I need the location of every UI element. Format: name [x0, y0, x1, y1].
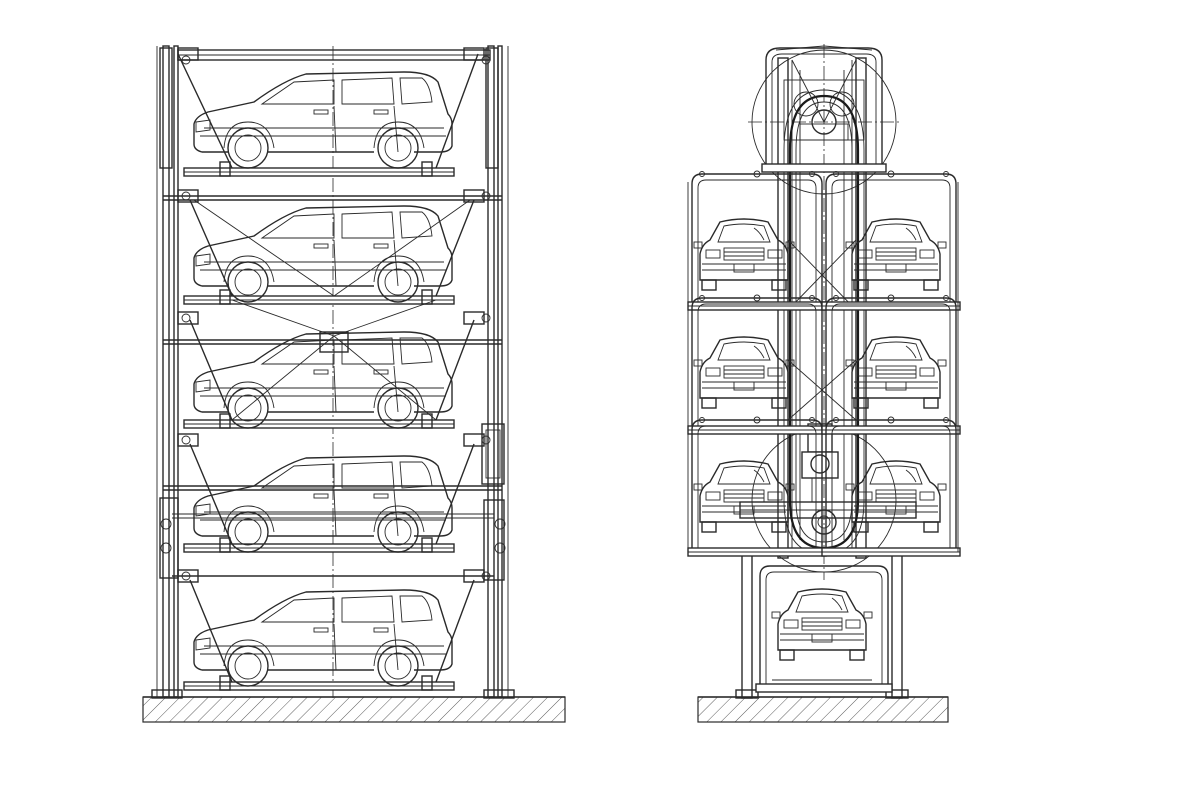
car-position-top	[761, 47, 887, 173]
parking-level-3	[177, 299, 485, 429]
drive-motor	[801, 423, 839, 503]
car-position-bottom	[755, 565, 893, 693]
parking-level-2	[177, 189, 485, 305]
parking-level-5	[172, 569, 494, 691]
front-elevation-view	[687, 44, 961, 723]
side-elevation-view	[142, 45, 566, 723]
parking-level-1	[177, 47, 485, 177]
parking-level-4	[172, 433, 494, 553]
